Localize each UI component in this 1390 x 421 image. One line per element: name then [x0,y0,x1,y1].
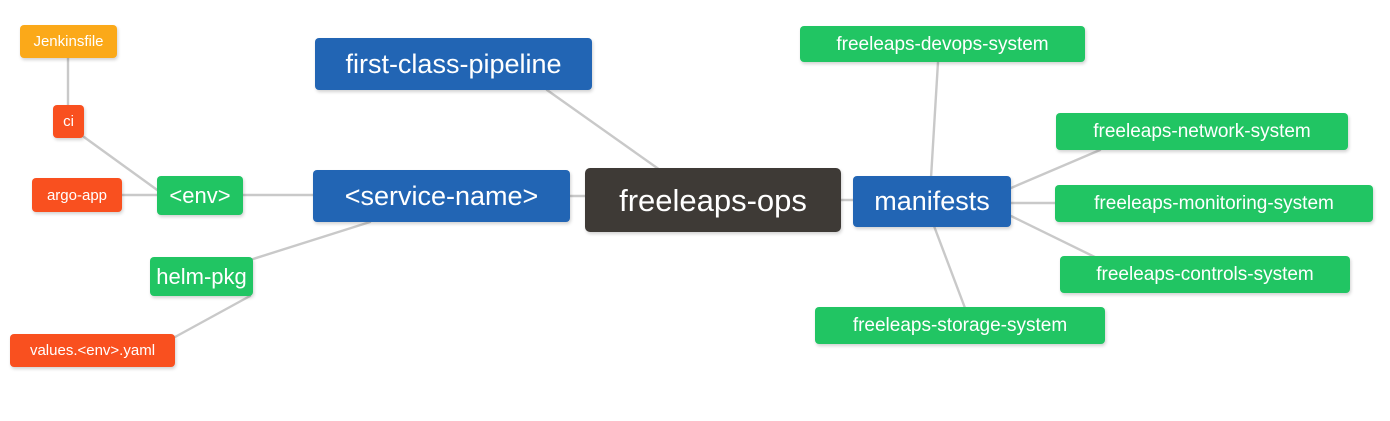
node-root-label: freeleaps-ops [619,182,807,218]
node-argo-app[interactable]: argo-app [32,178,122,212]
node-freeleaps-devops-system-label: freeleaps-devops-system [836,33,1049,55]
node-jenkinsfile[interactable]: Jenkinsfile [20,25,117,58]
edge-pipeline-root [545,88,662,172]
edge-manifests-network [1009,148,1102,190]
node-argo-app-label: argo-app [46,186,108,204]
edge-valuesyaml-helmpkg [173,294,252,339]
node-manifests[interactable]: manifests [853,176,1011,227]
node-helm-pkg[interactable]: helm-pkg [150,257,253,296]
node-manifests-label: manifests [874,186,990,216]
node-service-name[interactable]: <service-name> [313,170,570,222]
node-service-name-label: <service-name> [344,180,539,211]
node-values-yaml-label: values.<env>.yaml [29,342,156,359]
node-first-class-pipeline-label: first-class-pipeline [345,48,562,79]
node-freeleaps-monitoring-system-label: freeleaps-monitoring-system [1094,193,1334,214]
node-env-label: <env> [169,182,231,208]
node-helm-pkg-label: helm-pkg [156,263,247,289]
node-values-yaml[interactable]: values.<env>.yaml [10,334,175,367]
node-jenkinsfile-label: Jenkinsfile [33,33,104,50]
node-ci-label: ci [63,113,74,130]
node-freeleaps-devops-system[interactable]: freeleaps-devops-system [800,26,1085,62]
node-freeleaps-storage-system[interactable]: freeleaps-storage-system [815,307,1105,344]
node-first-class-pipeline[interactable]: first-class-pipeline [315,38,592,90]
node-freeleaps-network-system-label: freeleaps-network-system [1093,121,1311,142]
node-freeleaps-network-system[interactable]: freeleaps-network-system [1056,113,1348,150]
edge-manifests-storage [932,224,967,310]
node-freeleaps-controls-system-label: freeleaps-controls-system [1096,264,1314,285]
edge-helmpkg-servicename [251,220,372,261]
node-freeleaps-storage-system-label: freeleaps-storage-system [852,315,1068,336]
node-env[interactable]: <env> [157,176,243,215]
node-freeleaps-monitoring-system[interactable]: freeleaps-monitoring-system [1055,185,1373,222]
node-root-freeleaps-ops[interactable]: freeleaps-ops [585,168,841,232]
edge-manifests-devops [929,60,940,180]
node-freeleaps-controls-system[interactable]: freeleaps-controls-system [1060,256,1350,293]
node-ci[interactable]: ci [53,105,84,138]
